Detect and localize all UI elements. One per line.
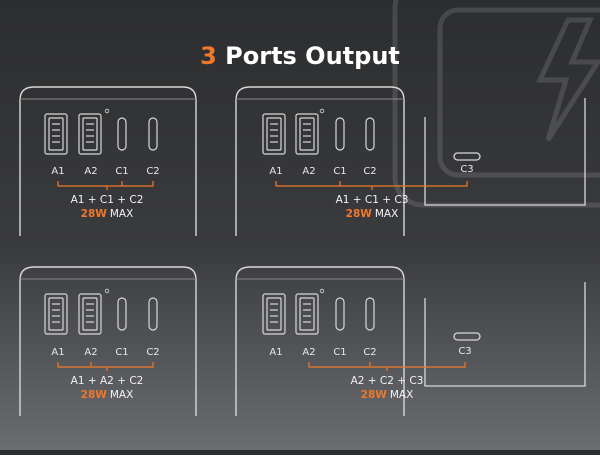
usb-a-port-icon xyxy=(295,113,319,155)
port-label-c2: C2 xyxy=(363,166,376,177)
port-label-c1: C1 xyxy=(115,347,128,358)
port-label-a2: A2 xyxy=(84,166,97,177)
combo-label: A1 + A2 + C2 xyxy=(71,375,144,387)
usb-c-port-icon xyxy=(365,297,375,331)
usb-a-port-icon xyxy=(262,293,286,335)
usb-c-port-icon xyxy=(148,297,158,331)
port-label-a2: A2 xyxy=(84,347,97,358)
title-text: Ports Output xyxy=(216,42,400,70)
side-adapter xyxy=(424,282,586,387)
port-label-c2: C2 xyxy=(146,347,159,358)
combo-label: A2 + C2 + C3 xyxy=(351,375,424,387)
usb-a-port-icon xyxy=(44,293,68,335)
title-number: 3 xyxy=(200,42,217,70)
port-label-a2: A2 xyxy=(302,347,315,358)
port-label-a1: A1 xyxy=(269,166,282,177)
port-label-c1: C1 xyxy=(115,166,128,177)
port-label-c3: C3 xyxy=(458,346,471,357)
usb-a-port-icon xyxy=(262,113,286,155)
usb-c-port-icon xyxy=(117,297,127,331)
usb-c-port-icon xyxy=(335,297,345,331)
port-label-a2: A2 xyxy=(302,166,315,177)
usb-a-port-icon xyxy=(295,293,319,335)
bracket-line xyxy=(57,181,154,190)
lightning-bolt-icon xyxy=(392,0,600,208)
combo-label: A1 + C1 + C3 xyxy=(336,194,409,206)
bracket-line xyxy=(275,181,468,190)
port-label-c3: C3 xyxy=(460,164,473,175)
port-label-a1: A1 xyxy=(51,347,64,358)
port-label-a1: A1 xyxy=(269,347,282,358)
usb-c-port-icon xyxy=(335,117,345,151)
usb-a-port-icon xyxy=(78,113,102,155)
side-adapter xyxy=(424,98,586,206)
usb-a-port-icon xyxy=(78,293,102,335)
page-title: 3 Ports Output xyxy=(0,42,600,70)
port-label-c2: C2 xyxy=(363,347,376,358)
combo-label: A1 + C1 + C2 xyxy=(71,194,144,206)
usb-a-port-icon xyxy=(44,113,68,155)
usb-c-port-icon xyxy=(148,117,158,151)
bracket-line xyxy=(57,362,154,371)
port-label-a1: A1 xyxy=(51,166,64,177)
usb-c-port-icon xyxy=(117,117,127,151)
bracket-line xyxy=(308,362,466,371)
port-label-c1: C1 xyxy=(333,347,346,358)
port-label-c1: C1 xyxy=(333,166,346,177)
usb-c-port-icon xyxy=(365,117,375,151)
port-label-c2: C2 xyxy=(146,166,159,177)
